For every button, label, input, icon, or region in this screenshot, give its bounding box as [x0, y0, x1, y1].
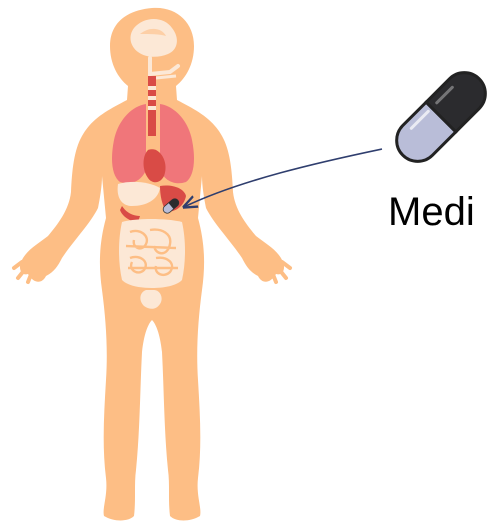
human-body-anatomy-icon [14, 8, 290, 521]
medicine-label: Medi [388, 188, 475, 236]
medicine-capsule-icon [388, 64, 487, 170]
